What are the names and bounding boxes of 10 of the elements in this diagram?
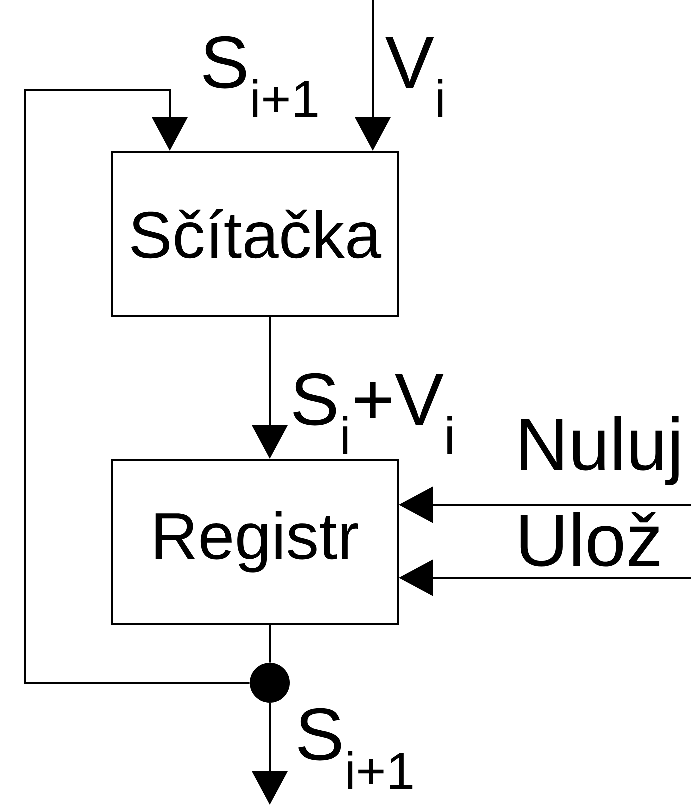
process-box: Registr bbox=[111, 459, 399, 625]
edge-label: S$_{i+1}$ bbox=[298, 708, 413, 789]
edge-label: Nuluj bbox=[521, 416, 679, 486]
edge-label: S$_{i+1}$ bbox=[204, 36, 318, 117]
edge-label: V$_{i}$ bbox=[386, 37, 443, 117]
edge-label: S$_{i}$+V$_{i}$ bbox=[294, 373, 452, 454]
arrow bbox=[24, 89, 250, 684]
junction-dot bbox=[250, 663, 290, 703]
edge-label: Ulož bbox=[520, 512, 660, 567]
process-box: Sčítačka bbox=[111, 151, 399, 317]
